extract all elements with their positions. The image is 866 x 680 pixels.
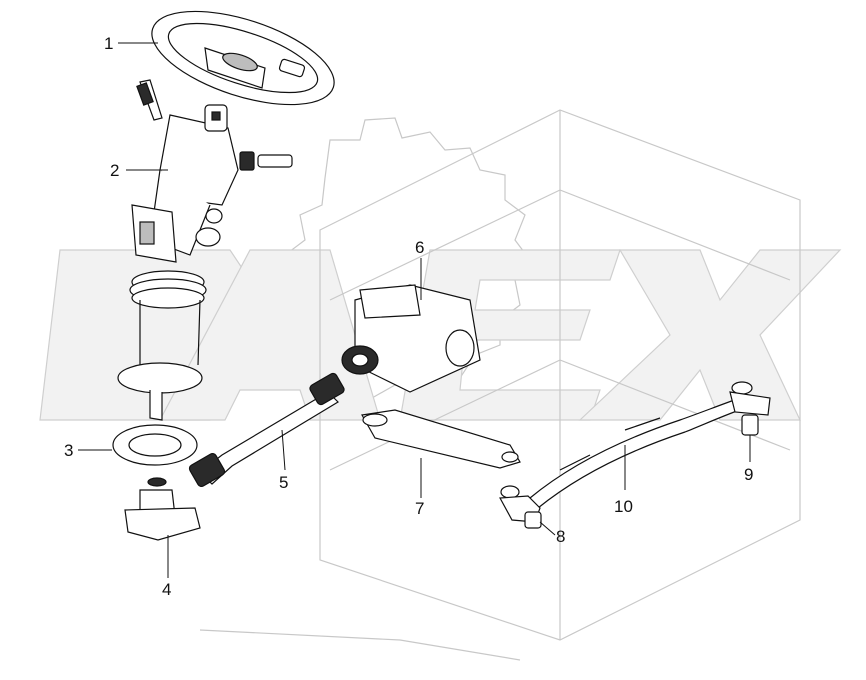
callout-labels: 1 2 3 4 5 6 7 8 9 10 xyxy=(64,34,753,599)
pitman-arm xyxy=(361,409,521,469)
callout-1: 1 xyxy=(104,34,113,53)
leader-8 xyxy=(539,521,556,536)
tie-rod-end-8 xyxy=(499,485,542,529)
intermediate-shaft xyxy=(188,372,345,488)
callout-10: 10 xyxy=(614,497,633,516)
steering-column xyxy=(117,79,293,421)
callout-6: 6 xyxy=(415,238,424,257)
callout-5: 5 xyxy=(279,473,288,492)
leader-lines xyxy=(78,42,751,578)
callout-4: 4 xyxy=(162,580,171,599)
column-bracket xyxy=(124,477,201,541)
watermark-logo xyxy=(39,109,842,661)
tie-rod-end-9 xyxy=(729,381,771,436)
callout-3: 3 xyxy=(64,441,73,460)
callout-2: 2 xyxy=(110,161,119,180)
steering-gearbox xyxy=(341,284,481,393)
leader-5 xyxy=(281,429,286,471)
callout-8: 8 xyxy=(556,527,565,546)
steering-wheel xyxy=(151,10,335,106)
callout-9: 9 xyxy=(744,465,753,484)
callout-7: 7 xyxy=(415,499,424,518)
gasket xyxy=(112,424,198,466)
